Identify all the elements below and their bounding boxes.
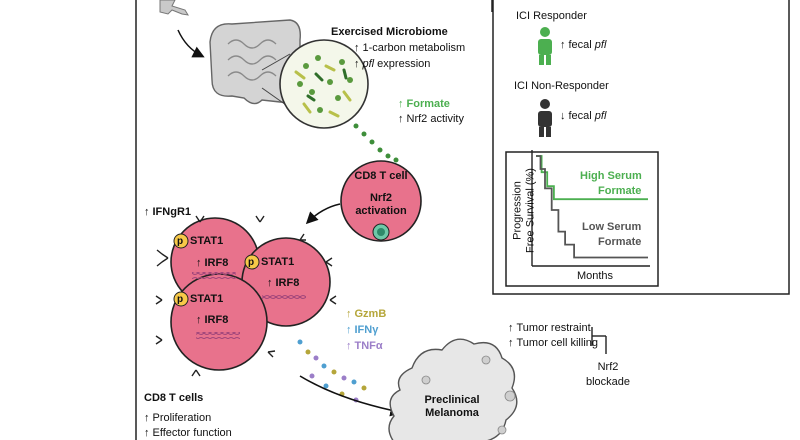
stat1-label: STAT1	[190, 293, 224, 305]
responder-fecal-text: fecal	[568, 39, 595, 51]
blockade-nrf2-label: Nrf2	[597, 361, 619, 373]
melanoma-tumor-icon	[388, 338, 518, 440]
ifng-label: IFNγ	[346, 324, 379, 337]
tumor-restraint-label: Tumor restraint	[508, 322, 591, 335]
nrf2-activity-label: Nrf2 activity	[398, 113, 464, 126]
stat1-label: STAT1	[261, 256, 295, 268]
cd8-cells-title: CD8 T cells	[144, 392, 204, 404]
gzmb-label: GzmB	[346, 308, 387, 321]
responder-person-icon	[538, 27, 552, 65]
preclinical-label: Preclinical	[424, 394, 480, 406]
irf8-label: IRF8	[196, 257, 229, 270]
irf8-label: IRF8	[196, 314, 229, 327]
responder-fecal-pfl: fecal pfl	[560, 39, 607, 52]
km-legend-high-line2: Formate	[598, 185, 642, 197]
responder-pfl-text: pfl	[594, 39, 607, 51]
pfl-label: pfl	[362, 58, 375, 70]
cytokine-dots	[297, 339, 367, 403]
nonresponder-title: ICI Non-Responder	[514, 80, 609, 92]
tnfa-label: TNFα	[346, 340, 383, 353]
intestine-icon	[209, 19, 301, 105]
microbiome-title: Exercised Microbiome	[331, 26, 448, 38]
microbiome-zoom-circle	[261, 39, 369, 129]
nonresponder-person-icon	[538, 99, 552, 137]
cd8-t-cell-single	[340, 160, 422, 242]
tcell-title: CD8 T cell	[354, 170, 408, 182]
runner-icon	[159, 0, 189, 16]
p-badge: p	[248, 257, 255, 268]
microbiome-line1: 1-carbon metabolism	[354, 42, 466, 55]
km-chart-box	[505, 151, 659, 287]
km-legend-low-line2: Formate	[598, 236, 642, 248]
km-ylabel-line1: Progression	[511, 181, 524, 240]
formate-label: Formate	[398, 98, 450, 111]
tcell-nrf2-label: Nrf2	[369, 192, 392, 204]
nonresponder-fecal-text: fecal	[568, 110, 595, 122]
formate-dots	[353, 123, 399, 163]
ifngr1-label: IFNgR1	[144, 206, 192, 219]
km-series-high-formate	[536, 155, 648, 201]
cluster-to-tumor-arrow	[299, 375, 404, 417]
tcell-activation-label: activation	[355, 205, 407, 217]
effector-function-label: Effector function	[144, 427, 232, 440]
runner-arrow	[177, 29, 205, 58]
nonresponder-pfl-text: pfl	[594, 110, 607, 122]
p-badge: p	[177, 236, 184, 247]
p-badge: p	[177, 294, 184, 305]
proliferation-label: Proliferation	[144, 412, 212, 425]
stat1-label: STAT1	[190, 235, 224, 247]
responder-title: ICI Responder	[516, 10, 587, 22]
blockade-label: blockade	[585, 376, 631, 388]
km-legend-low-line1: Low Serum	[582, 221, 642, 233]
km-series-low-formate	[536, 155, 648, 259]
km-ylabel-line2: Free Survival (%)	[524, 168, 537, 253]
km-lines-group	[536, 155, 648, 259]
ici-panel-frame	[492, 0, 790, 295]
microbiome-line2: pfl expression	[354, 58, 431, 71]
km-xlabel: Months	[576, 270, 614, 282]
melanoma-label: Melanoma	[425, 407, 479, 419]
expression-label: expression	[374, 58, 431, 70]
nonresponder-fecal-pfl: fecal pfl	[560, 110, 607, 123]
tcell-to-cluster-arrow	[305, 203, 341, 225]
tumor-killing-label: Tumor cell killing	[508, 337, 599, 350]
km-legend-high-line1: High Serum	[580, 170, 642, 182]
irf8-label: IRF8	[267, 277, 300, 290]
